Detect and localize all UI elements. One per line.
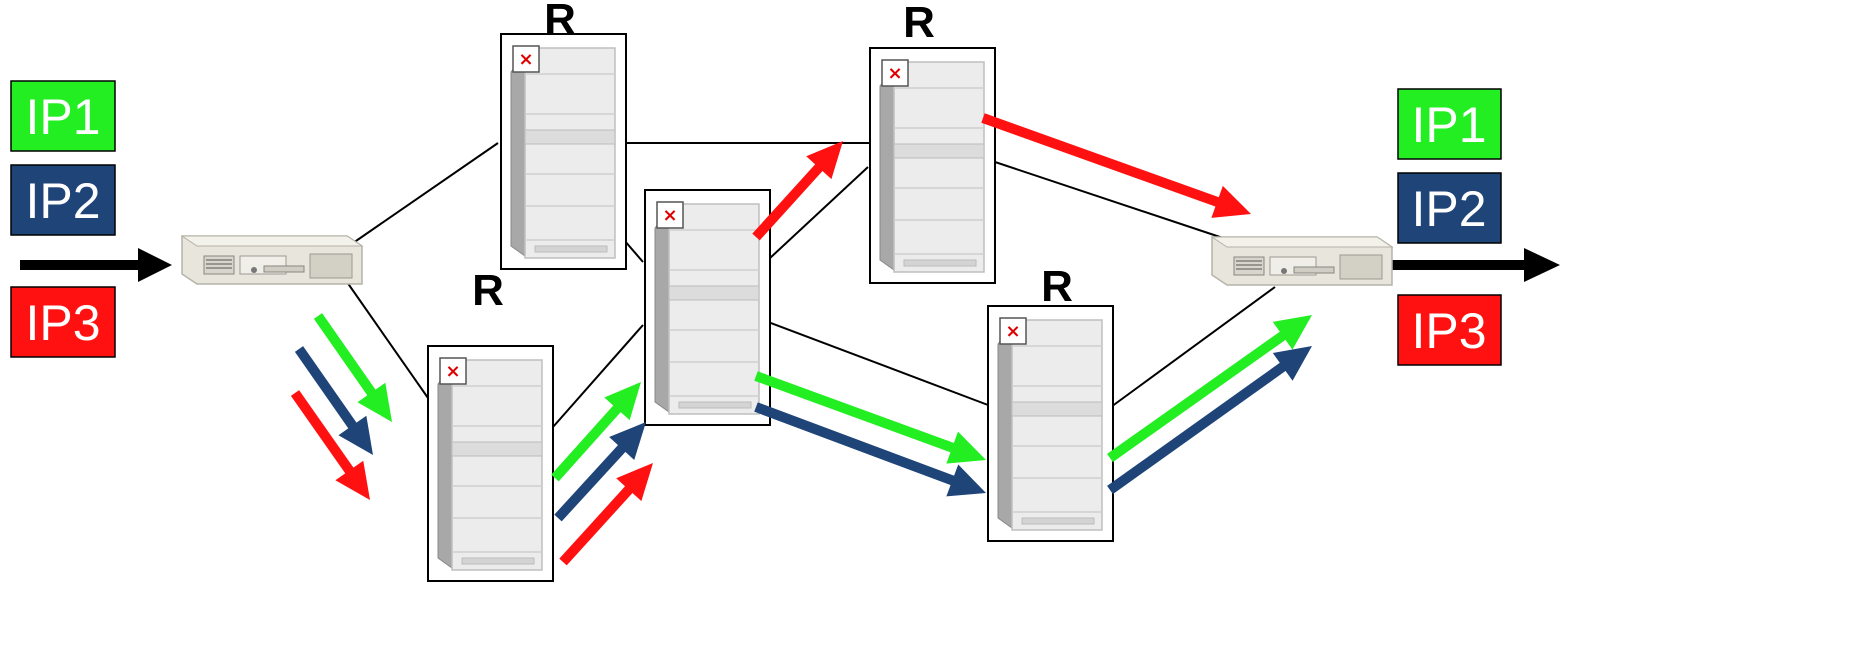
network-links bbox=[339, 142, 1276, 445]
arrow-ip1-source-to-bottom-left bbox=[313, 313, 392, 422]
input-arrow bbox=[20, 248, 172, 282]
link-bottom-left-center bbox=[537, 324, 644, 445]
router-bottom-left-label: R bbox=[472, 266, 504, 315]
ip2-label: IP2 bbox=[1411, 181, 1486, 237]
arrow-ip2-center-to-bottom-right-head bbox=[946, 464, 986, 497]
router-icon bbox=[427, 345, 554, 582]
arrow-ip2-bottom-right-to-dest bbox=[1107, 346, 1312, 495]
arrow-ip3-center-to-top-right bbox=[752, 141, 843, 241]
right-packet-ip2: IP2 bbox=[1397, 172, 1502, 244]
arrow-ip1-bottom-left-to-center bbox=[551, 382, 641, 482]
router-top-left-label: R bbox=[544, 0, 576, 44]
ip1-label: IP1 bbox=[25, 89, 100, 145]
arrow-ip3-bottom-left-to-center-shaft bbox=[559, 484, 634, 566]
ip2-box bbox=[1397, 172, 1502, 244]
arrow-ip2-center-to-bottom-right bbox=[754, 402, 986, 497]
link-center-top-right bbox=[754, 166, 869, 273]
ip3-box bbox=[1397, 294, 1502, 366]
router-top-right-label: R bbox=[903, 0, 935, 47]
ip2-box bbox=[10, 164, 116, 236]
router-icon bbox=[869, 47, 996, 284]
left-packet-ip1: IP1 bbox=[10, 80, 116, 152]
router-top-left bbox=[500, 33, 627, 270]
left-packet-ip3: IP3 bbox=[10, 286, 116, 358]
ip3-label: IP3 bbox=[25, 295, 100, 351]
arrow-ip3-center-to-top-right-shaft bbox=[752, 162, 824, 241]
router-icon bbox=[987, 305, 1114, 542]
arrow-ip2-source-to-bottom-left-shaft bbox=[294, 346, 358, 430]
link-source-top-left bbox=[339, 142, 499, 253]
link-bottom-right-dest bbox=[1099, 286, 1276, 416]
arrow-ip1-center-to-bottom-right-shaft bbox=[754, 371, 956, 454]
ip1-box bbox=[10, 80, 116, 152]
arrow-ip1-center-to-bottom-right bbox=[754, 371, 986, 464]
router-bottom-right bbox=[987, 305, 1114, 542]
arrow-ip3-bottom-left-to-center-head bbox=[616, 463, 653, 502]
arrow-ip1-source-to-bottom-left-shaft bbox=[313, 313, 377, 397]
source-server-icon bbox=[181, 235, 363, 285]
arrow-ip3-source-to-bottom-left-head bbox=[335, 460, 370, 500]
arrow-ip1-bottom-left-to-center-head bbox=[604, 382, 641, 421]
arrow-ip3-source-to-bottom-left-shaft bbox=[290, 390, 355, 476]
right-packet-ip3: IP3 bbox=[1397, 294, 1502, 366]
arrow-ip3-top-right-to-dest-head bbox=[1211, 185, 1251, 218]
arrow-ip2-bottom-left-to-center-head bbox=[609, 422, 646, 461]
link-source-bottom-left bbox=[339, 271, 429, 399]
arrow-ip1-bottom-right-to-dest-shaft bbox=[1107, 330, 1288, 463]
packet-flow-arrows bbox=[290, 113, 1312, 566]
arrow-ip1-bottom-left-to-center-shaft bbox=[551, 403, 623, 482]
arrow-ip2-bottom-right-to-dest-shaft bbox=[1107, 361, 1288, 495]
ip2-label: IP2 bbox=[25, 173, 100, 229]
router-top-right bbox=[869, 47, 996, 284]
arrow-ip2-source-to-bottom-left bbox=[294, 346, 373, 455]
arrow-ip3-top-right-to-dest-shaft bbox=[981, 113, 1221, 208]
ip3-label: IP3 bbox=[1411, 303, 1486, 359]
arrow-ip2-bottom-left-to-center bbox=[554, 422, 646, 522]
arrow-ip3-center-to-top-right-head bbox=[806, 141, 843, 180]
arrow-ip3-source-to-bottom-left bbox=[290, 390, 370, 500]
arrow-ip2-bottom-right-to-dest-head bbox=[1272, 346, 1312, 381]
arrow-ip1-bottom-right-to-dest-head bbox=[1272, 315, 1312, 350]
ip1-label: IP1 bbox=[1411, 97, 1486, 153]
arrow-ip3-bottom-left-to-center bbox=[559, 463, 653, 566]
router-icon bbox=[500, 33, 627, 270]
arrow-ip2-bottom-left-to-center-shaft bbox=[554, 443, 627, 522]
router-bottom-right-label: R bbox=[1041, 262, 1073, 311]
router-icon bbox=[644, 189, 771, 426]
left-packet-ip2: IP2 bbox=[10, 164, 116, 236]
arrow-ip1-source-to-bottom-left-head bbox=[357, 382, 392, 422]
arrow-ip1-bottom-right-to-dest bbox=[1107, 315, 1312, 463]
ip3-box bbox=[10, 286, 116, 358]
router-bottom-left bbox=[427, 345, 554, 582]
arrow-ip2-center-to-bottom-right-shaft bbox=[754, 402, 956, 486]
link-center-bottom-right bbox=[754, 316, 989, 406]
arrow-ip3-top-right-to-dest bbox=[981, 113, 1251, 218]
arrow-ip1-center-to-bottom-right-head bbox=[946, 431, 986, 464]
arrow-ip2-source-to-bottom-left-head bbox=[338, 415, 373, 455]
output-arrow bbox=[1388, 248, 1560, 282]
right-packet-ip1: IP1 bbox=[1397, 88, 1502, 160]
link-top-right-dest bbox=[982, 157, 1233, 242]
destination-server-icon bbox=[1211, 236, 1393, 286]
router-center bbox=[644, 189, 771, 426]
ip1-box bbox=[1397, 88, 1502, 160]
